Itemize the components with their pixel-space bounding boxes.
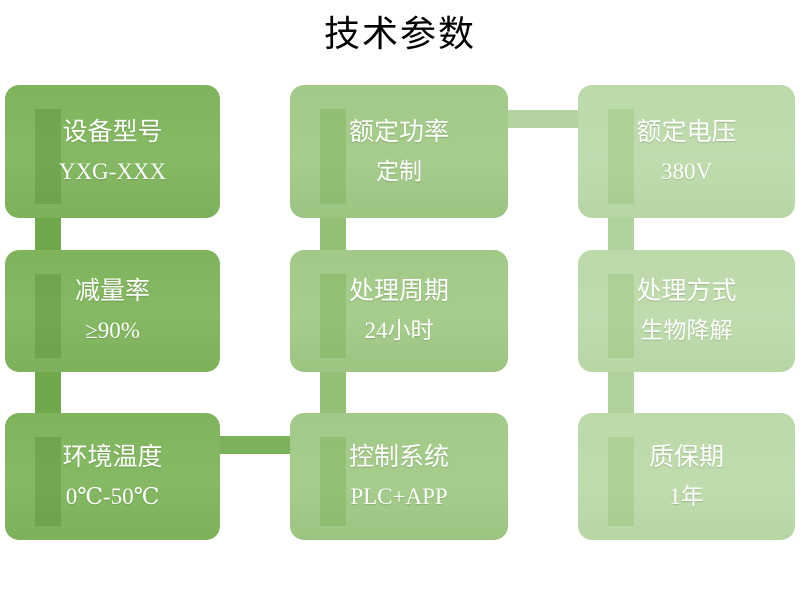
card-value: 380V <box>660 158 713 184</box>
card-text: 处理周期 24小时 <box>290 272 508 350</box>
card-accent-bar <box>35 274 61 358</box>
card-label: 环境温度 <box>62 443 163 471</box>
card-label: 处理周期 <box>348 278 449 305</box>
card-accent-bar <box>320 109 346 204</box>
card-text: 环境温度 0℃-50℃ <box>5 438 220 516</box>
card-label: 减量率 <box>74 278 150 305</box>
card-control-system[interactable]: 控制系统 PLC+APP <box>290 413 508 540</box>
card-accent-bar <box>320 437 346 526</box>
card-label: 控制系统 <box>348 443 449 471</box>
card-value: 生物降解 <box>640 318 733 343</box>
card-text: 设备型号 YXG-XXX <box>5 113 220 191</box>
card-value: 1年 <box>669 483 704 509</box>
card-label: 额定功率 <box>348 118 449 146</box>
card-text: 控制系统 PLC+APP <box>290 438 508 516</box>
card-accent-bar <box>608 274 634 358</box>
card-label: 额定电压 <box>636 118 737 146</box>
card-accent-bar <box>608 437 634 526</box>
card-value: 24小时 <box>364 318 434 343</box>
card-label: 设备型号 <box>62 118 163 146</box>
card-value: PLC+APP <box>350 483 448 509</box>
card-text: 减量率 ≥90% <box>5 272 220 350</box>
card-value: 0℃-50℃ <box>65 483 160 509</box>
card-value: 定制 <box>376 158 422 184</box>
card-accent-bar <box>320 274 346 358</box>
card-label: 质保期 <box>648 443 724 471</box>
card-ambient-temperature[interactable]: 环境温度 0℃-50℃ <box>5 413 220 540</box>
card-processing-method[interactable]: 处理方式 生物降解 <box>578 250 795 372</box>
card-text: 额定电压 380V <box>578 113 795 191</box>
card-rated-voltage[interactable]: 额定电压 380V <box>578 85 795 218</box>
card-accent-bar <box>35 437 61 526</box>
card-value: ≥90% <box>85 318 140 343</box>
card-accent-bar <box>608 109 634 204</box>
page-title: 技术参数 <box>323 14 476 55</box>
card-text: 额定功率 定制 <box>290 113 508 191</box>
card-rated-power[interactable]: 额定功率 定制 <box>290 85 508 218</box>
card-accent-bar <box>35 109 61 204</box>
card-text: 处理方式 生物降解 <box>578 272 795 350</box>
card-text: 质保期 1年 <box>578 438 795 516</box>
card-reduction-rate[interactable]: 减量率 ≥90% <box>5 250 220 372</box>
card-device-model[interactable]: 设备型号 YXG-XXX <box>5 85 220 218</box>
card-warranty-period[interactable]: 质保期 1年 <box>578 413 795 540</box>
card-value: YXG-XXX <box>58 158 167 184</box>
card-processing-cycle[interactable]: 处理周期 24小时 <box>290 250 508 372</box>
card-label: 处理方式 <box>636 278 737 305</box>
